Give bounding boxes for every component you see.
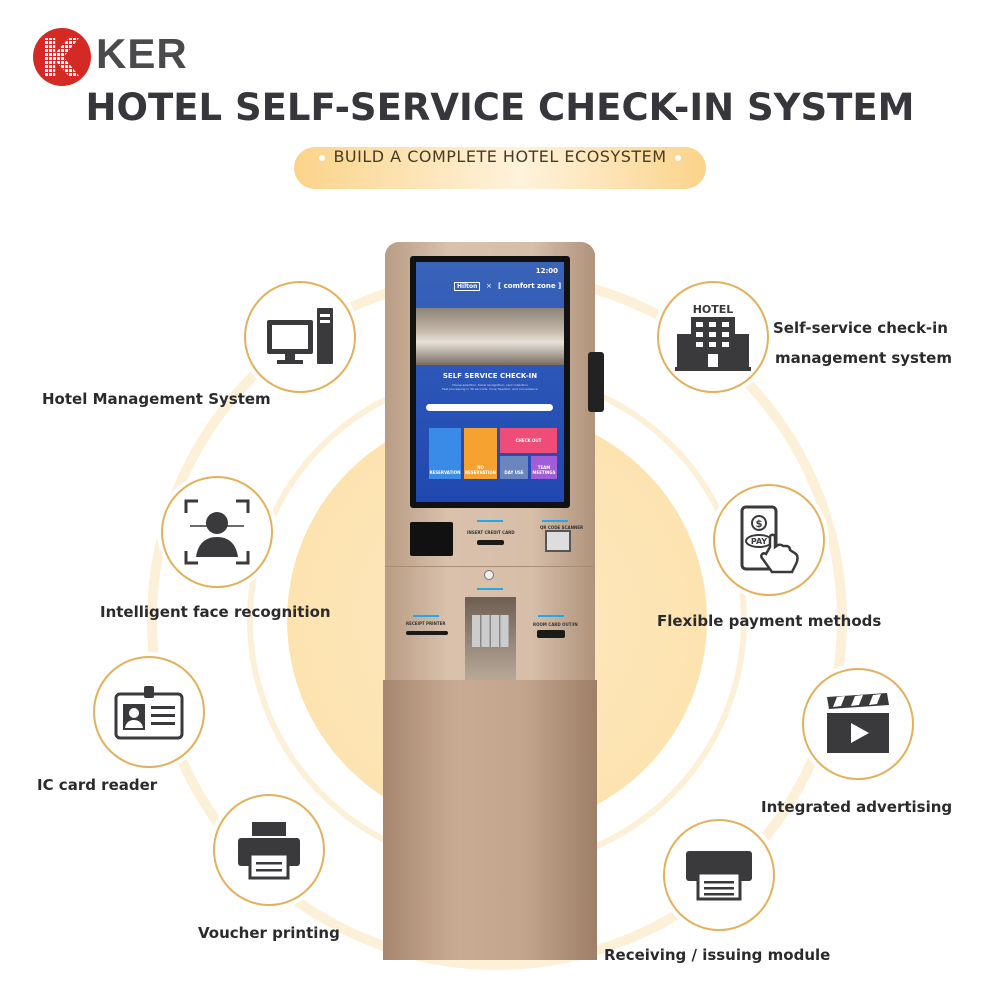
tile-reservation[interactable]: RESERVATION: [429, 428, 461, 479]
label-self-service-2: management system: [775, 349, 952, 367]
video-clapper-icon: [827, 693, 889, 753]
indicator-light: [542, 520, 568, 522]
card-dispenser-icon: [686, 851, 752, 901]
mobile-pay-icon: $ PAY: [740, 505, 799, 574]
time: 12:00: [535, 267, 558, 275]
brand-left: Hilton: [454, 282, 481, 291]
qr-scanner: [545, 530, 571, 552]
brand-right: [ comfort zone ]: [498, 282, 562, 290]
dollar-sign: $: [756, 519, 763, 530]
computer-icon: [267, 308, 333, 364]
voucher-circle: [213, 794, 325, 906]
credit-card-label: INSERT CREDIT CARD: [467, 530, 515, 535]
hotel-room-photo: [416, 308, 564, 365]
subtitle-pill: BUILD A COMPLETE HOTEL ECOSYSTEM: [294, 147, 706, 189]
ic-card-circle: [93, 656, 205, 768]
hotel-management-circle: [244, 281, 356, 393]
qr-scanner-label: QR CODE SCANNER: [540, 525, 584, 530]
screen-search[interactable]: [426, 404, 553, 411]
logo-k-mark: [45, 38, 79, 76]
side-scanner: [588, 352, 604, 412]
payment-circle: $ PAY: [713, 484, 825, 596]
brand-x: ×: [486, 282, 492, 290]
tile-team-meetings[interactable]: TEAM MEETINGS: [531, 456, 557, 479]
advertising-circle: [802, 668, 914, 780]
label-receiving: Receiving / issuing module: [604, 946, 831, 964]
face-recognition-circle: [161, 476, 273, 588]
panel-divider: [385, 566, 595, 567]
indicator-light: [477, 588, 503, 590]
hotel-sign: HOTEL: [693, 303, 734, 316]
kiosk-screen: 12:00 Hilton × [ comfort zone ] SELF SER…: [416, 262, 564, 502]
indicator-light: [538, 615, 564, 617]
label-advertising: Integrated advertising: [761, 798, 953, 816]
face-scan-icon: [184, 499, 250, 565]
receiving-circle: [663, 819, 775, 931]
tile-day-use[interactable]: DAY USE: [500, 456, 528, 479]
screen-desc-1: House selection, facial recognition, car…: [452, 383, 528, 387]
kiosk-stand: [383, 680, 597, 960]
pay-text: PAY: [751, 537, 768, 546]
label-payment: Flexible payment methods: [657, 612, 882, 630]
credit-card-slot: [477, 540, 504, 545]
receipt-printer-label: RECEIPT PRINTER: [406, 621, 446, 626]
label-hotel-management: Hotel Management System: [42, 390, 271, 408]
page-title: HOTEL SELF-SERVICE CHECK-IN SYSTEM: [85, 86, 915, 129]
logo: [33, 28, 91, 86]
pin-pad[interactable]: [472, 615, 509, 647]
receipt-slot: [406, 631, 448, 635]
room-card-slot: [537, 630, 565, 638]
logo-text: KER: [96, 30, 188, 77]
id-card-icon: [114, 686, 184, 740]
dot-icon: [319, 154, 326, 161]
hotel-building-icon: HOTEL: [675, 303, 751, 371]
nfc-reader: [410, 522, 453, 556]
screen-heading: SELF SERVICE CHECK-IN: [442, 372, 538, 380]
tile-check-out[interactable]: CHECK OUT: [500, 428, 557, 453]
self-service-circle: HOTEL: [657, 281, 769, 393]
printer-icon: [238, 822, 300, 880]
room-card-label: ROOM CARD OUT/IN: [533, 622, 578, 627]
label-ic-card: IC card reader: [37, 776, 158, 794]
coin-icon: [484, 570, 494, 580]
label-face-recognition: Intelligent face recognition: [100, 603, 331, 621]
tile-no-reservation[interactable]: NO RESERVATION: [464, 428, 497, 479]
label-voucher: Voucher printing: [198, 924, 340, 942]
indicator-light: [413, 615, 439, 617]
screen-desc-2: Fast processing in 30 seconds, more free…: [442, 387, 538, 391]
label-self-service-1: Self-service check-in: [773, 319, 948, 337]
dot-icon: [674, 154, 681, 161]
indicator-light: [477, 520, 503, 522]
subtitle: BUILD A COMPLETE HOTEL ECOSYSTEM: [333, 147, 667, 166]
